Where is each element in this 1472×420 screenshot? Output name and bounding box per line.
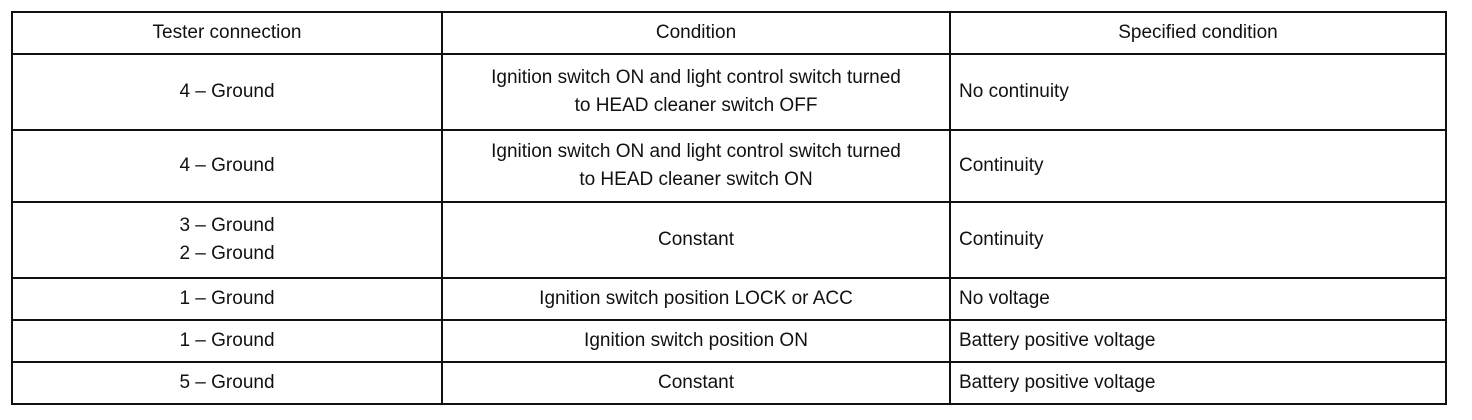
- tester-connection-cell: 1 – Ground: [11, 277, 443, 321]
- specified-condition-cell: No continuity: [949, 53, 1447, 131]
- tester-connection-cell: 4 – Ground: [11, 129, 443, 203]
- table-row: 4 – Ground Ignition switch ON and light …: [11, 53, 1447, 131]
- condition-cell: Ignition switch position ON: [441, 319, 951, 363]
- condition-cell: Constant: [441, 361, 951, 405]
- specified-condition-cell: No voltage: [949, 277, 1447, 321]
- specified-condition-cell: Continuity: [949, 201, 1447, 279]
- header-specified-condition: Specified condition: [949, 11, 1447, 55]
- tester-connection-cell: 3 – Ground 2 – Ground: [11, 201, 443, 279]
- condition-text: to HEAD cleaner switch OFF: [574, 95, 818, 116]
- table-header-row: Tester connection Condition Specified co…: [11, 11, 1447, 55]
- tester-connection-cell: 5 – Ground: [11, 361, 443, 405]
- condition-text: Ignition switch ON and light control swi…: [491, 67, 901, 88]
- specified-condition-cell: Continuity: [949, 129, 1447, 203]
- tester-connection-text: 4 – Ground: [179, 81, 275, 102]
- tester-connection-text: 2 – Ground: [179, 243, 275, 264]
- condition-cell: Ignition switch position LOCK or ACC: [441, 277, 951, 321]
- condition-cell: Constant: [441, 201, 951, 279]
- specified-condition-cell: Battery positive voltage: [949, 361, 1447, 405]
- condition-cell: Ignition switch ON and light control swi…: [441, 53, 951, 131]
- condition-text: to HEAD cleaner switch ON: [579, 169, 813, 190]
- table-row: 1 – Ground Ignition switch position ON B…: [11, 319, 1447, 363]
- condition-text: Ignition switch position ON: [584, 330, 808, 351]
- table-row: 4 – Ground Ignition switch ON and light …: [11, 129, 1447, 203]
- condition-text: Constant: [657, 372, 735, 393]
- header-tester-connection: Tester connection: [11, 11, 443, 55]
- specified-condition-cell: Battery positive voltage: [949, 319, 1447, 363]
- condition-cell: Ignition switch ON and light control swi…: [441, 129, 951, 203]
- tester-connection-text: 3 – Ground: [179, 215, 275, 236]
- inspection-table: Tester connection Condition Specified co…: [11, 11, 1447, 405]
- condition-text: Ignition switch position LOCK or ACC: [539, 288, 853, 309]
- condition-text: Ignition switch ON and light control swi…: [491, 141, 901, 162]
- tester-connection-text: 4 – Ground: [179, 155, 275, 176]
- tester-connection-cell: 1 – Ground: [11, 319, 443, 363]
- tester-connection-text: 1 – Ground: [179, 330, 275, 351]
- table-row: 3 – Ground 2 – Ground Constant Continuit…: [11, 201, 1447, 279]
- header-condition: Condition: [441, 11, 951, 55]
- table-row: 1 – Ground Ignition switch position LOCK…: [11, 277, 1447, 321]
- tester-connection-cell: 4 – Ground: [11, 53, 443, 131]
- tester-connection-text: 5 – Ground: [179, 372, 275, 393]
- tester-connection-text: 1 – Ground: [179, 288, 275, 309]
- table-row: 5 – Ground Constant Battery positive vol…: [11, 361, 1447, 405]
- condition-text: Constant: [657, 229, 735, 250]
